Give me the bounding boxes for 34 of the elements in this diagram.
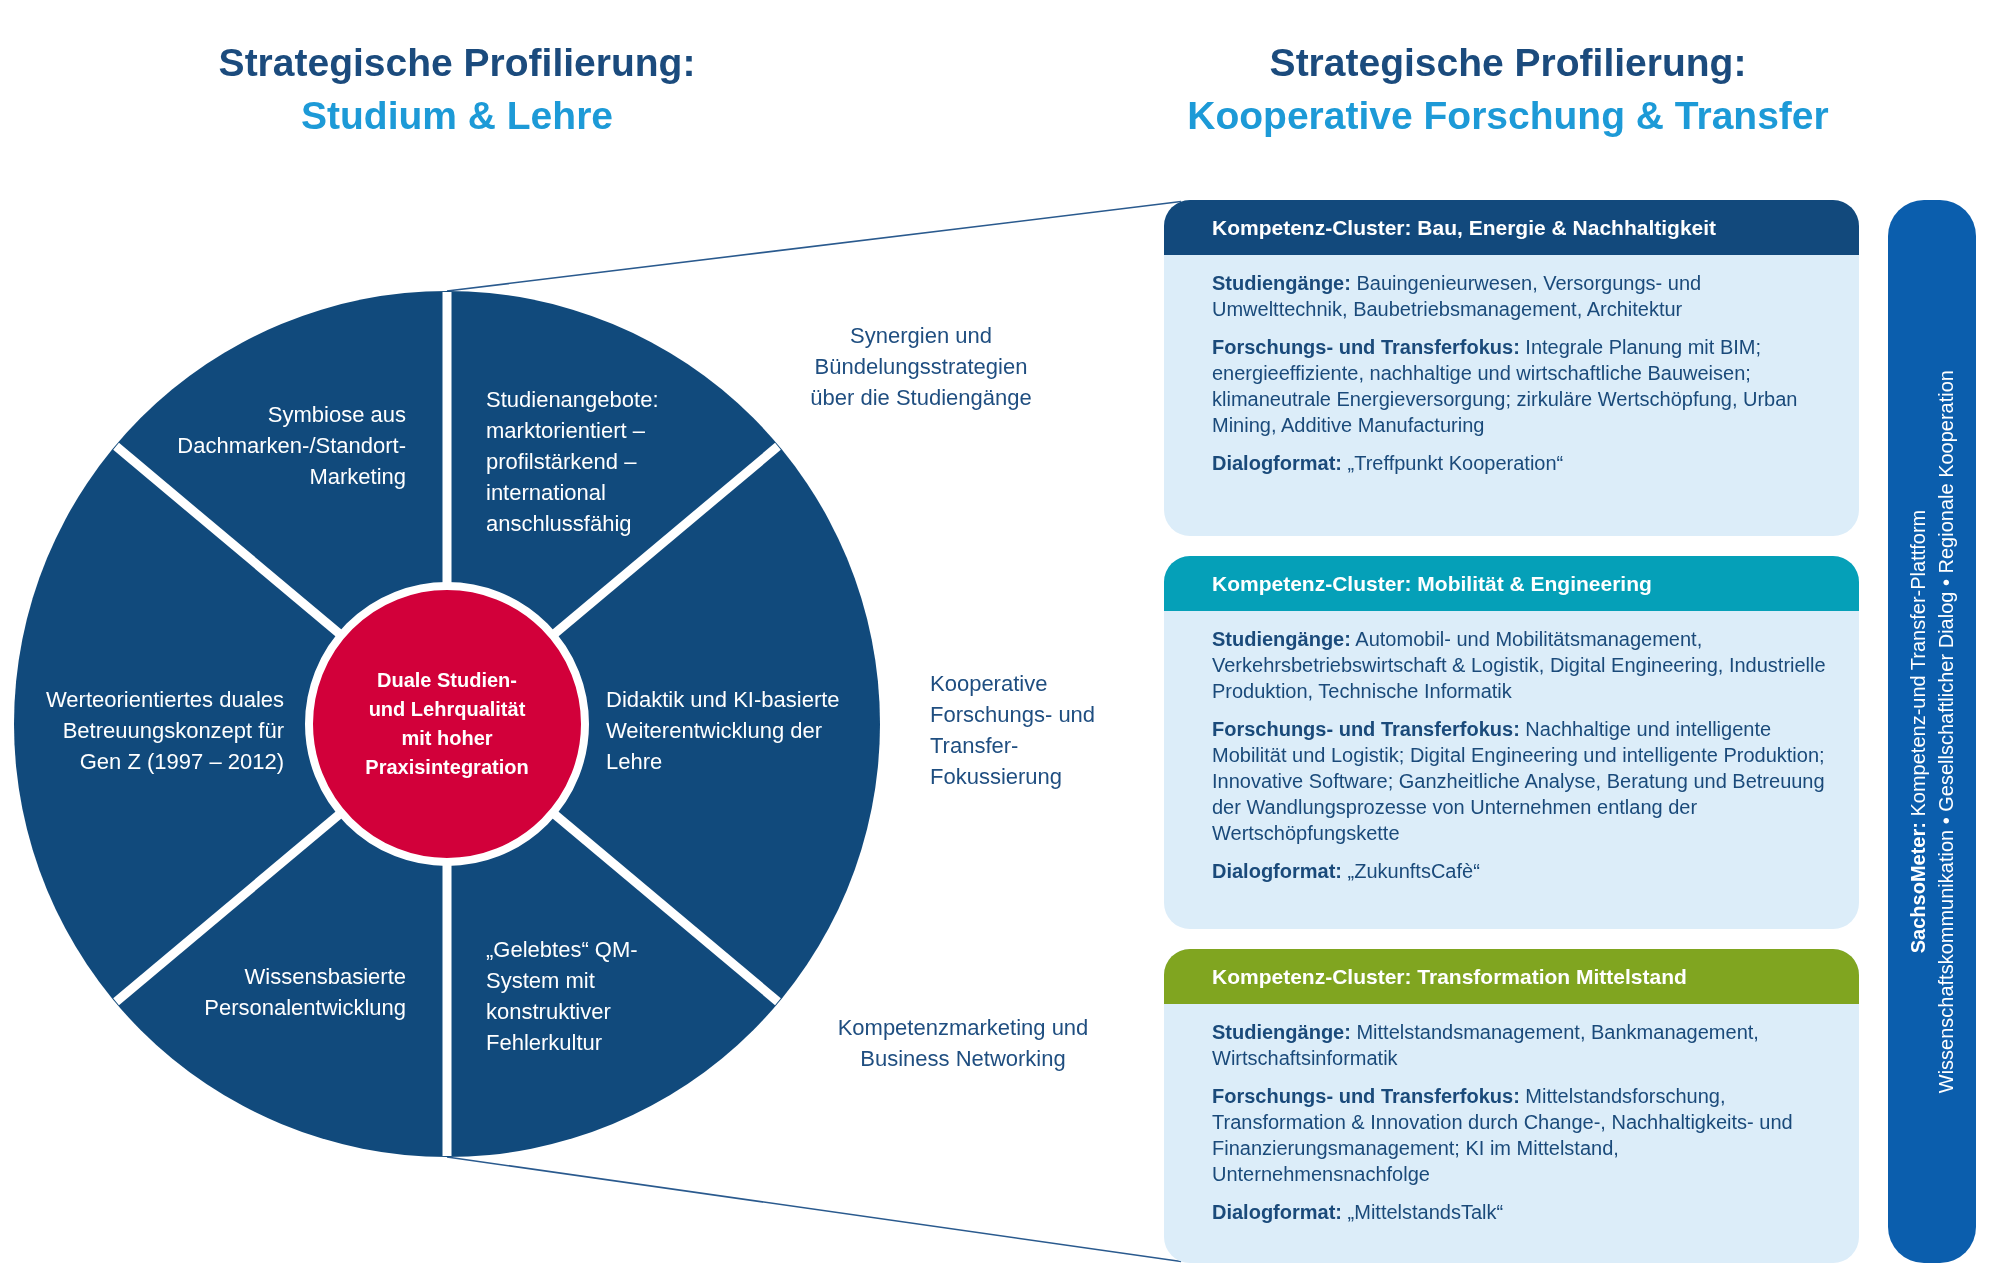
card-text: Studiengänge: Mittelstandsmanagement, Bankmanagement, Wirtschaftsinformatik — [1212, 1020, 1760, 1071]
segment-label: Werteorientiertes duales Betreuungskonzept für Gen Z (1997 – 2012) — [28, 684, 284, 777]
center-label: Duale Studien- und Lehrqualität mit hoher Praxisintegration — [364, 668, 530, 780]
card-text: Forschungs- und Transferfokus: Nachhaltige und intelligente Mobilität und Logistik; Digital Engineering und intelligente Produktion; Innovative Software; Ganzheitliche Analyse, Beratung und Betreuung der Wandlungsprozesse von Unternehmen entlang der Wertschöpfungskette — [1212, 717, 1826, 846]
card-text: Dialogformat: „Treffpunkt Kooperation“ — [1212, 451, 1565, 476]
card-text: Dialogformat: „ZukunftsCafè“ — [1212, 859, 1481, 884]
card-text: Studiengänge: Automobil- und Mobilitätsmanagement, Verkehrsbetriebswirtschaft & Logistik, Digital Engineering, Industrielle Produktion, Technische Informatik — [1212, 627, 1827, 704]
cluster-card — [1164, 556, 1859, 929]
side-note: Kompetenzmarketing und Business Networking — [836, 1014, 1090, 1073]
segment-label: „Gelebtes“ QM-System mit konstruktiver Fehlerkultur — [486, 934, 686, 1058]
cluster-title: Kompetenz-Cluster: Bau, Energie & Nachhaltigkeit — [1212, 214, 1717, 241]
heading: Strategische Profilierung: — [218, 40, 696, 86]
card-text: Forschungs- und Transferfokus: Integrale Planung mit BIM; energieeffiziente, nachhaltige und wirtschaftliche Bauweisen; klimaneutrale Energieversorgung; zirkuläre Wertschöpfung, Urban Mining, Additive Manufacturing — [1212, 335, 1799, 438]
banner-text: SachsoMeter: Kompetenz-und Transfer-Plattform — [1906, 508, 1930, 956]
card-text: Forschungs- und Transferfokus: Mittelstandsforschung, Transformation & Innovation durch Change-, Nachhaltigkeits- und Finanzierungsmanagement; KI im Mittelstand, Unternehmensnachfolge — [1212, 1084, 1794, 1187]
connector-line — [446, 1156, 1182, 1263]
heading: Studium & Lehre — [301, 93, 613, 139]
heading: Strategische Profilierung: — [1269, 40, 1747, 86]
side-note: Kooperative Forschungs- und Transfer-Fokussierung — [930, 670, 1097, 791]
side-banner — [1888, 200, 1976, 1263]
cluster-card — [1164, 200, 1859, 536]
cluster-title: Kompetenz-Cluster: Mobilität & Engineering — [1212, 570, 1652, 597]
card-text: Studiengänge: Bauingenieurwesen, Versorgungs- und Umwelttechnik, Baubetriebsmanagement, Architektur — [1212, 271, 1703, 322]
heading: Kooperative Forschung & Transfer — [1187, 93, 1829, 139]
segment-label: Wissensbasierte Personalentwicklung — [166, 961, 406, 1023]
cluster-card — [1164, 949, 1859, 1263]
cluster-title: Kompetenz-Cluster: Transformation Mittelstand — [1212, 963, 1687, 990]
card-text: Dialogformat: „MittelstandsTalk“ — [1212, 1200, 1505, 1225]
segment-label: Didaktik und KI-basierte Weiterentwicklung der Lehre — [606, 684, 856, 777]
side-note: Synergien und Bündelungsstrategien über die Studiengänge — [809, 322, 1033, 412]
banner-text: Wissenschaftskommunikation • Gesellschaftlicher Dialog • Regionale Kooperation — [1934, 369, 1958, 1094]
segment-label: Symbiose aus Dachmarken-/Standort-Marketing — [166, 399, 406, 492]
connector-line — [446, 200, 1182, 292]
segment-label: Studienangebote: marktorientiert – profilstärkend – international anschlussfähig — [486, 384, 686, 539]
